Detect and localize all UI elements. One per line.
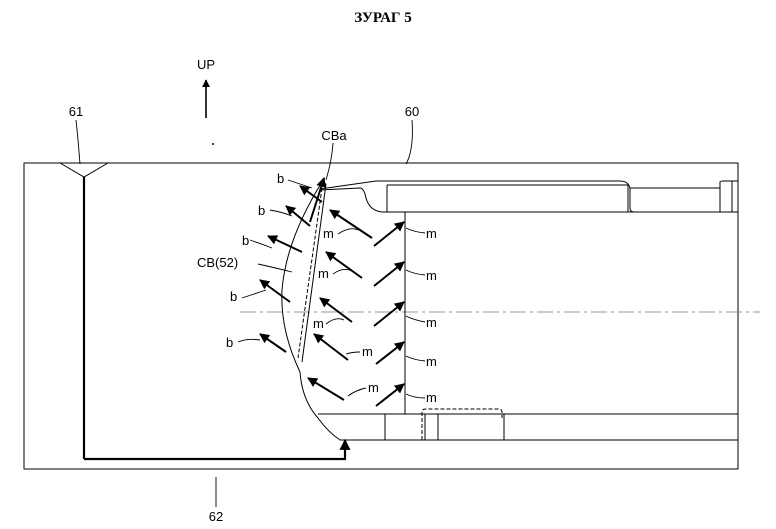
flow-path-62: [84, 440, 345, 459]
m-label: m: [426, 226, 437, 241]
m-label: m: [426, 390, 437, 405]
b-label: b: [242, 233, 249, 248]
dot-mark: [212, 143, 214, 145]
b-label: b: [226, 335, 233, 350]
lower-inner-structure: [300, 372, 738, 440]
leader-lines: [76, 120, 425, 507]
m-label: m: [426, 268, 437, 283]
m-label: m: [313, 316, 324, 331]
m-label: m: [323, 226, 334, 241]
upper-inner-structure: [320, 181, 738, 212]
ref-60-label: 60: [405, 104, 419, 119]
figure-title: ЗУРАГ 5: [354, 10, 411, 26]
cb-label: CB(52): [197, 255, 238, 270]
outer-housing: [24, 163, 738, 469]
m-label: m: [318, 266, 329, 281]
ref-62-label: 62: [209, 509, 223, 524]
v-notch: [60, 163, 108, 177]
b-label: b: [258, 203, 265, 218]
cba-label: CBa: [321, 128, 347, 143]
up-label: UP: [197, 57, 215, 72]
m-label: m: [426, 315, 437, 330]
m-label: m: [362, 344, 373, 359]
m-label: m: [426, 354, 437, 369]
b-label: b: [277, 171, 284, 186]
ref-61-label: 61: [69, 104, 83, 119]
m-label: m: [368, 380, 379, 395]
b-label: b: [230, 289, 237, 304]
